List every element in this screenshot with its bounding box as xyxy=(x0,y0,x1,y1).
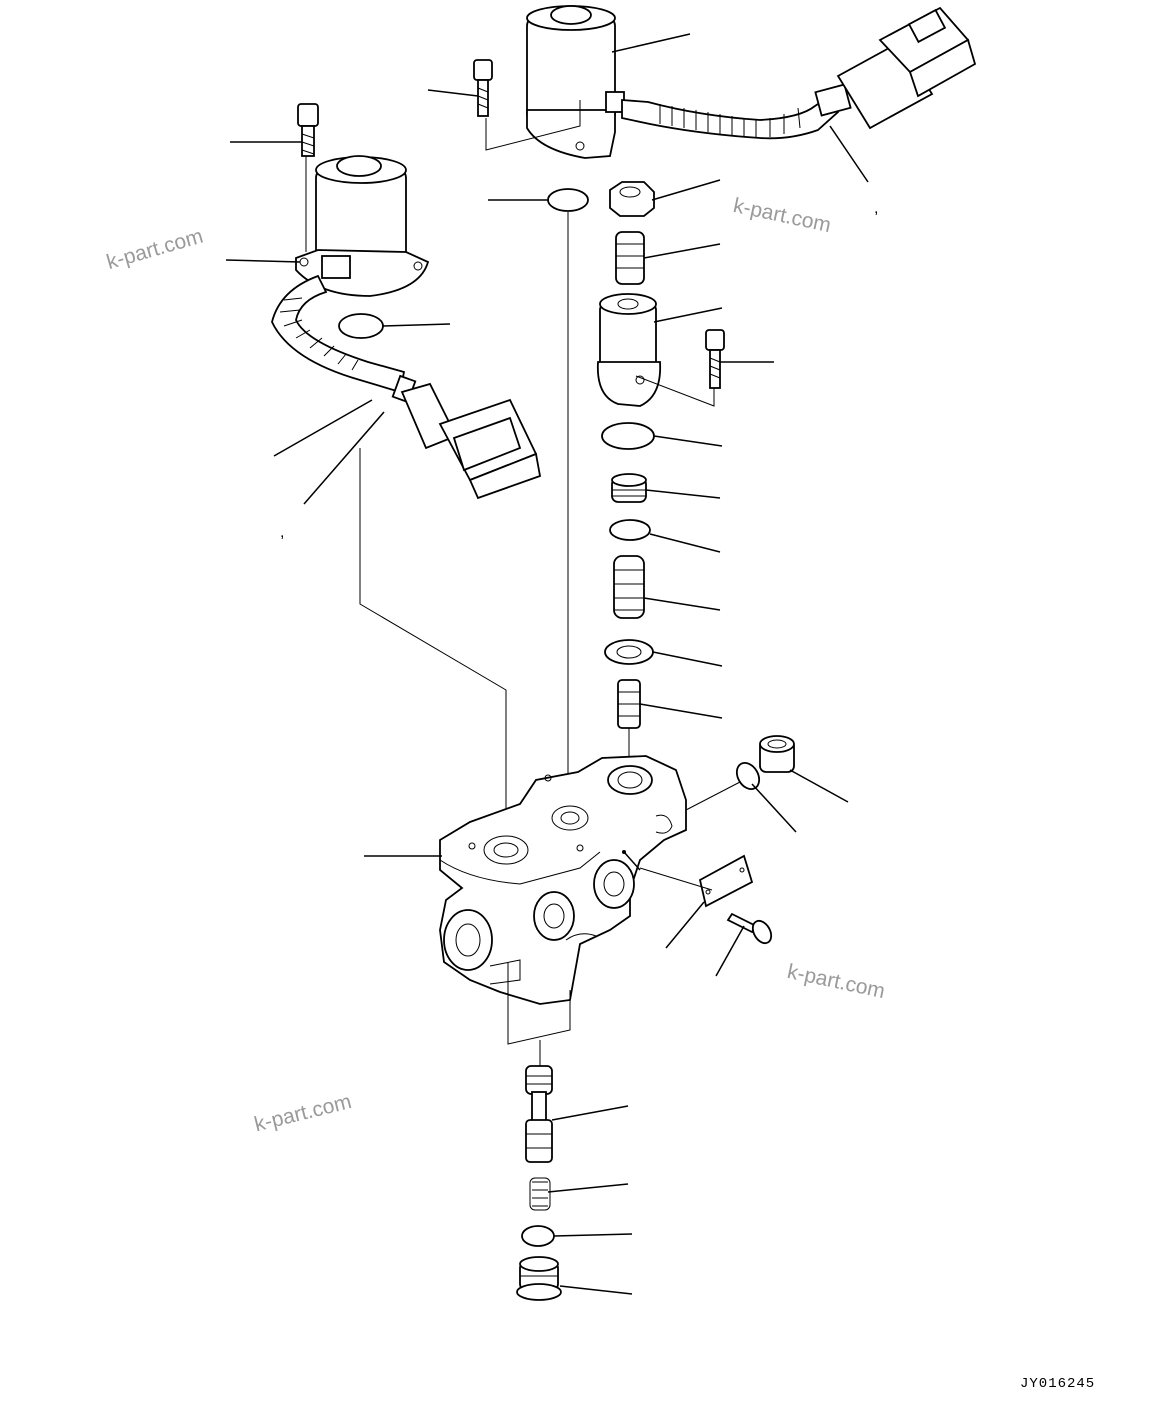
o-ring-small xyxy=(609,519,651,541)
plug-lower xyxy=(516,1256,562,1301)
solenoid-upper-right xyxy=(526,5,977,159)
bolt-left xyxy=(297,103,319,157)
plug-side xyxy=(759,735,795,773)
spool-lower xyxy=(525,1065,553,1163)
drawing-code: JY016245 xyxy=(1020,1376,1096,1392)
valve-body xyxy=(439,755,687,1005)
o-ring-lower xyxy=(521,1225,555,1247)
nameplate xyxy=(698,854,754,908)
callout-comma-right: , xyxy=(874,200,879,217)
o-ring-mid xyxy=(601,422,655,450)
spring-middle xyxy=(613,555,645,619)
bolt-right xyxy=(705,329,725,389)
o-ring-left xyxy=(338,313,384,339)
callout-comma-left: , xyxy=(280,524,285,541)
spool-upper xyxy=(617,679,641,729)
nut xyxy=(609,181,655,217)
washer xyxy=(604,639,654,665)
o-ring-side xyxy=(735,761,761,791)
o-ring-top xyxy=(547,188,589,212)
screw xyxy=(726,912,773,945)
solenoid-upper-left xyxy=(271,155,542,500)
spring-lower xyxy=(529,1177,551,1211)
spring-upper xyxy=(615,231,645,285)
valve-cap xyxy=(596,293,662,407)
bolt-upper xyxy=(473,59,493,117)
plug-upper xyxy=(611,473,647,503)
pin-dot xyxy=(622,850,626,854)
